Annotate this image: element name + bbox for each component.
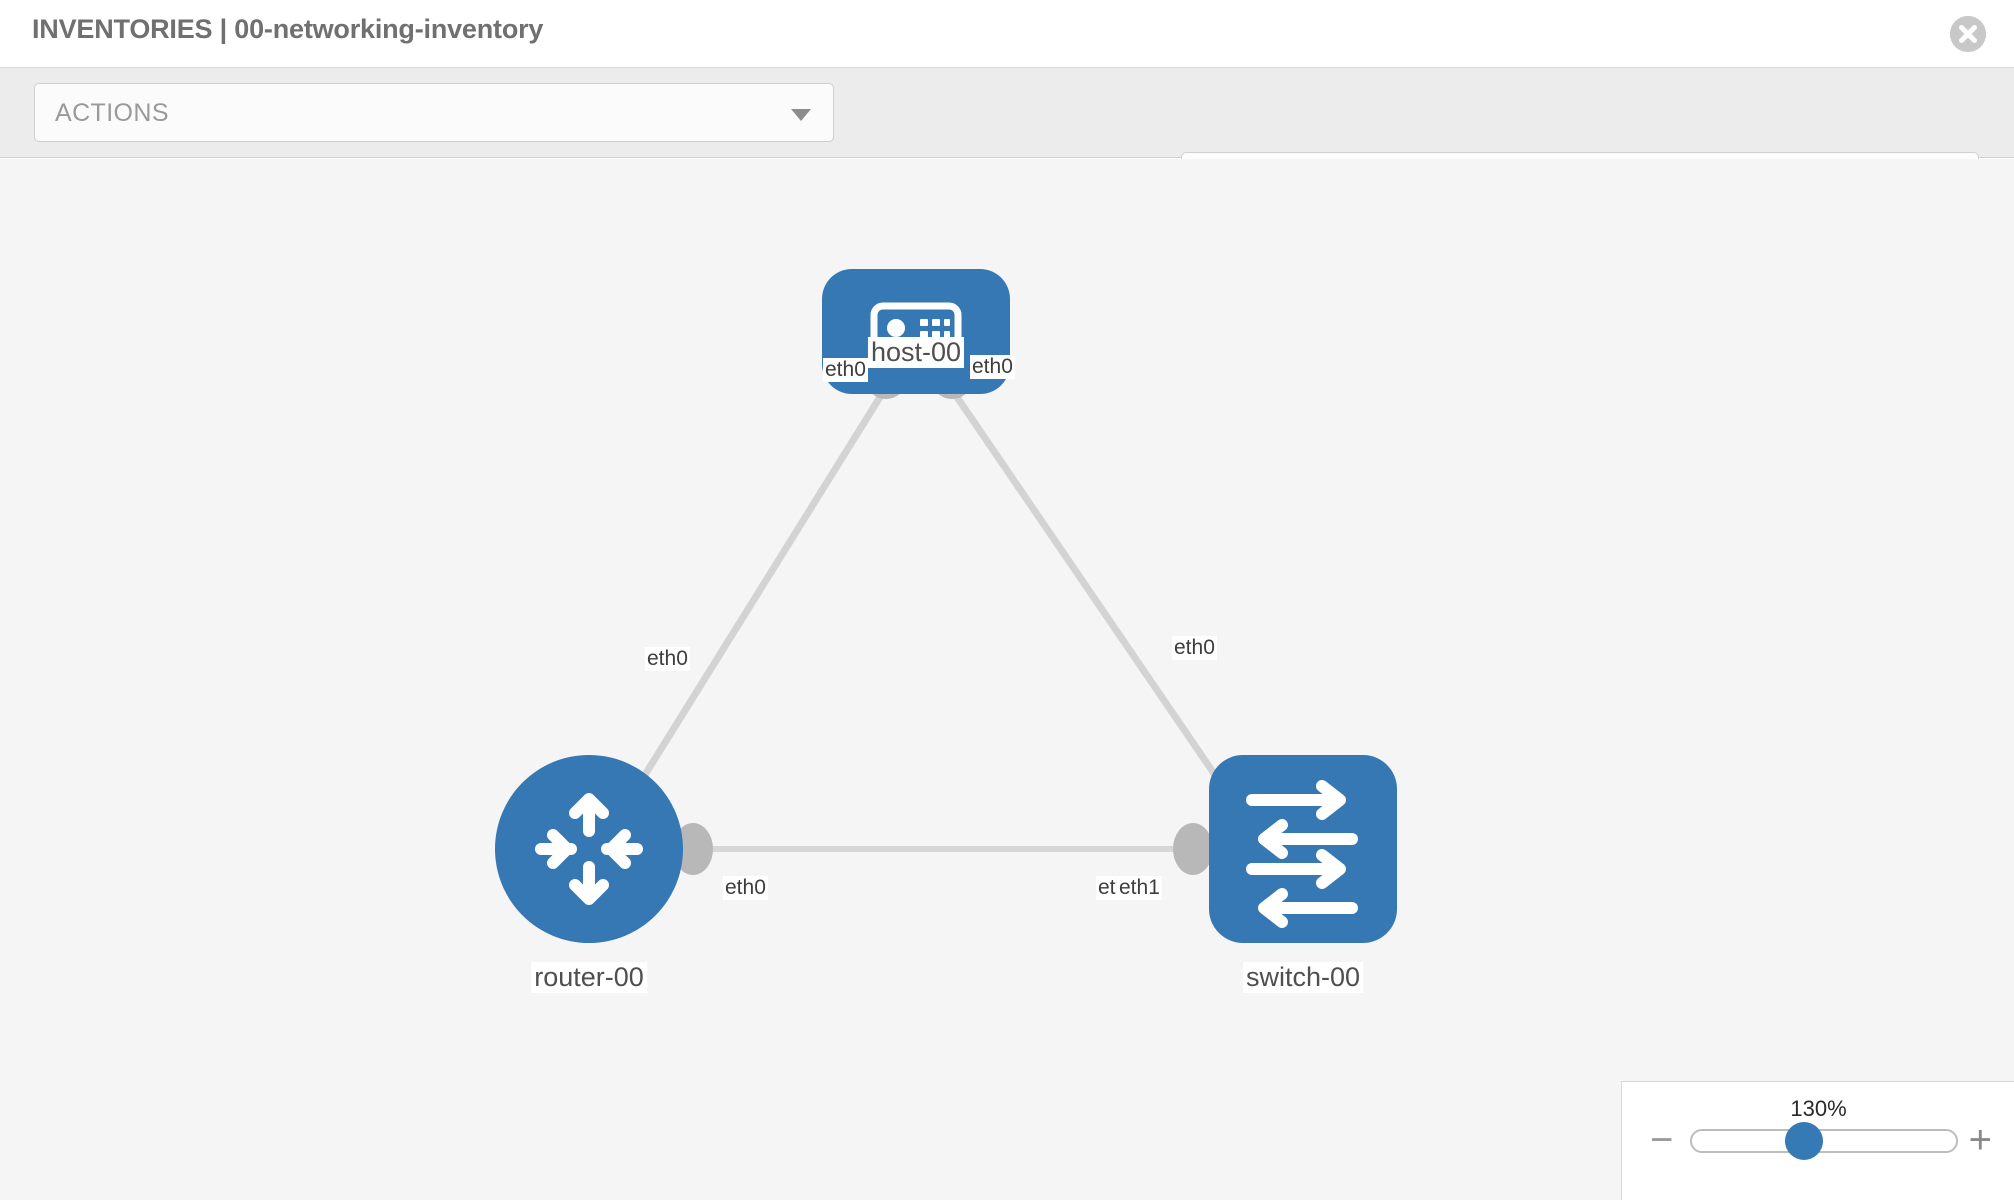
- close-icon[interactable]: [1950, 16, 1986, 52]
- zoom-slider-track[interactable]: [1690, 1129, 1958, 1153]
- actions-dropdown[interactable]: ACTIONS: [34, 83, 834, 142]
- chevron-down-icon: [791, 109, 811, 121]
- zoom-slider-thumb[interactable]: [1785, 1122, 1823, 1160]
- iface-label: eth0: [823, 358, 868, 382]
- topology-canvas[interactable]: host-00 router-00 switch-00 eth0 eth0 et…: [0, 159, 2014, 1200]
- iface-label: eth0: [645, 647, 690, 671]
- node-switch-00: [1209, 755, 1397, 943]
- iface-label: eth0: [1172, 636, 1217, 660]
- iface-label: eth0: [723, 876, 768, 900]
- topology-edges: [607, 379, 1260, 852]
- zoom-percent-label: 130%: [1790, 1096, 1847, 1121]
- actions-dropdown-label: ACTIONS: [55, 99, 169, 127]
- zoom-out-button[interactable]: −: [1650, 1118, 1674, 1162]
- node-label-switch-00: switch-00: [1242, 962, 1364, 993]
- node-label-host-00: host-00: [867, 337, 965, 368]
- topology-graph: [495, 269, 1397, 943]
- iface-label: eth0: [970, 355, 1015, 379]
- page-title: INVENTORIES | 00-networking-inventory: [32, 14, 544, 44]
- node-router-00: [495, 755, 683, 943]
- node-label-router-00: router-00: [531, 962, 647, 993]
- page-header: INVENTORIES | 00-networking-inventory: [0, 0, 2014, 68]
- zoom-control-panel: 130% − +: [1621, 1081, 2014, 1200]
- toolbar: ACTIONS SEARCH: [0, 68, 2014, 211]
- zoom-in-button[interactable]: +: [1968, 1118, 1992, 1162]
- iface-label: eth1: [1117, 876, 1162, 900]
- topology-connectors: [673, 349, 1264, 875]
